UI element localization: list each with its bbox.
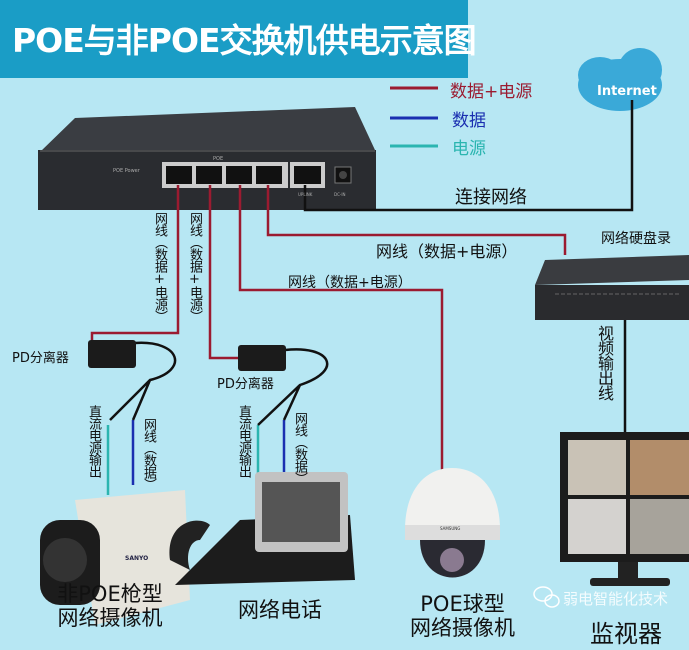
cable-port2-pd [208,185,242,360]
dome-camera-label-line1: POE球型 [420,592,505,616]
dome-brand: SAMSUNG [440,526,461,531]
video-output-label: 视频输出线 [595,325,614,400]
pd-splitter-label-1: PD分离器 [12,351,69,366]
legend-label-data: 数据 [452,111,486,131]
internet-label: Internet [597,84,657,99]
camera-brand: SANYO [125,555,149,562]
data-cable-label-1: 网线（数据） [141,418,156,490]
splitter-cable-2 [257,348,329,426]
switch-poe-label: POE [213,156,224,162]
wechat-icon [533,586,560,608]
cable-port4-nvr [266,185,567,255]
data-cable-label-2: 网线（数据） [292,412,307,484]
diagram-title: POE与非POE交换机供电示意图 [12,21,477,60]
nvr-label: 网络硬盘录 [601,231,671,247]
uplink-cable [303,100,634,212]
vertical-cable-label-2: 网线（数据+电源） [187,212,202,322]
internet-cloud-icon [578,48,662,111]
watermark: 弱电智能化技术 [563,590,669,608]
bullet-camera-label-line2: 网络摄像机 [57,606,163,630]
splitter-cable-1 [109,341,177,421]
dome-camera-label-line2: 网络摄像机 [410,616,515,640]
nvr-device [535,255,689,320]
cable-label-dome: 网线（数据+电源） [288,275,412,291]
legend-label-power: 电源 [452,139,486,159]
ip-phone [169,472,355,585]
monitor-label: 监视器 [590,620,662,648]
poe-switch [38,107,376,210]
ip-phone-label: 网络电话 [238,598,322,622]
dome-camera [405,468,500,578]
monitor-device [560,432,689,586]
bullet-camera [40,490,190,625]
switch-uplink-label: UPLINK [298,192,313,197]
switch-dc-label: DC-IN [334,192,346,197]
vertical-cable-label-1: 网线（数据+电源） [152,212,167,322]
dc-output-label-2: 直流电源输出 [236,405,251,477]
cable-port3-dome [238,185,444,475]
switch-led-labels: POE Power [113,168,140,174]
pd-splitter-1 [88,340,136,368]
pd-splitter-label-2: PD分离器 [217,377,274,392]
dc-output-label-1: 直流电源输出 [86,405,101,477]
bullet-camera-label-line1: 非POE枪型 [57,582,163,606]
pd-splitter-2 [238,345,286,371]
connect-network-label: 连接网络 [455,187,527,208]
title-banner [0,0,468,78]
legend-label-data-power: 数据+电源 [450,82,533,102]
dome-camera-label: POE球型 网络摄像机 [395,592,530,640]
bullet-camera-label: 非POE枪型 网络摄像机 [40,582,180,630]
cable-label-nvr: 网线（数据+电源） [376,242,518,261]
